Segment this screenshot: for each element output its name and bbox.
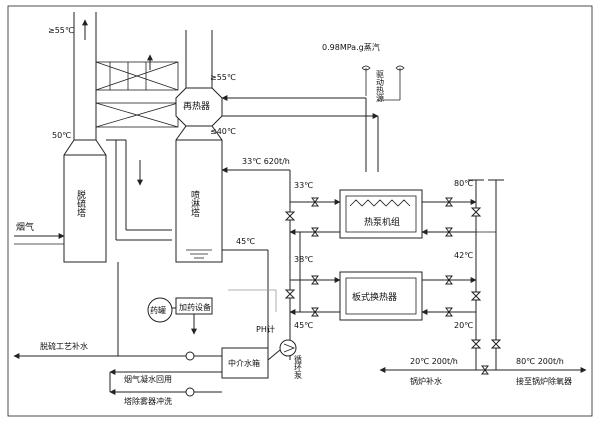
medicine-tank [147, 297, 173, 323]
heat-pump-unit [339, 189, 423, 239]
t45-label-a: 45℃ [236, 237, 255, 246]
plate-heat-exchanger [339, 271, 423, 321]
to-deaerator-label: 接至锅炉除氧器 [516, 376, 572, 386]
boiler-in-flow: 20℃ 200t/h [410, 357, 458, 366]
t45-label-b: 45℃ [294, 321, 313, 330]
flue-gas-label: 烟气 [16, 221, 34, 233]
flow-top-label: 33℃ 620t/h [242, 157, 290, 166]
desulf-makeup-label: 脱硫工艺补水 [40, 341, 88, 351]
temp-50-label: 50℃ [52, 131, 71, 140]
top-temp-label: ≥55℃ [48, 26, 74, 35]
condensate-reuse-label: 烟气凝水回用 [124, 374, 172, 384]
tower-flush-label: 塔除雾器冲洗 [124, 396, 172, 406]
tower-connector-duct [106, 139, 172, 241]
t42-label: 42℃ [454, 251, 473, 260]
medium-tank-outflows [13, 262, 222, 397]
steam-label: 0.98MPa.g蒸汽 [322, 42, 380, 52]
valves-right [445, 197, 502, 349]
desulf-tower-label: 脱硫塔 [75, 189, 86, 218]
ph-signal-line [228, 289, 277, 312]
boiler-water-loop [421, 179, 504, 370]
desulfurization-tower [63, 139, 107, 263]
t80-label: 80℃ [454, 179, 473, 188]
reheater-out-temp: ≥55℃ [210, 73, 236, 82]
t38-label: 38℃ [294, 255, 313, 264]
medium-water-loop [222, 170, 341, 360]
plate-hx-label: 板式换热器 [352, 291, 397, 303]
boiler-makeup-line [379, 365, 587, 375]
dosing-label: 加药设备 [179, 302, 211, 312]
medium-tank-label: 中介水箱 [228, 358, 260, 368]
diagram-frame [7, 5, 593, 417]
circ-pump-label: 循环泵 [294, 354, 303, 379]
spray-tower-label: 喷淋塔 [189, 190, 200, 218]
valves-left [284, 197, 319, 317]
t20-label: 20℃ [454, 321, 473, 330]
reheater-label: 再热器 [183, 100, 210, 112]
chimney [73, 12, 97, 140]
medicine-tank-label: 药罐 [150, 305, 166, 315]
spray-tower [175, 30, 223, 263]
heat-pump-label: 热泵机组 [364, 216, 400, 228]
reheater-steam-loop [221, 65, 405, 172]
boiler-makeup-label: 锅炉补水 [410, 376, 442, 386]
ph-label: PH计 [256, 324, 275, 334]
medium-water-tank [221, 347, 269, 379]
boiler-out-flow: 80℃ 200t/h [516, 357, 564, 366]
reheater-in-temp: ≤40℃ [210, 127, 236, 136]
drive-heat-label: 驱动热源 [376, 70, 385, 103]
t33-label: 33℃ [294, 181, 313, 190]
reheater-duct [95, 54, 179, 128]
